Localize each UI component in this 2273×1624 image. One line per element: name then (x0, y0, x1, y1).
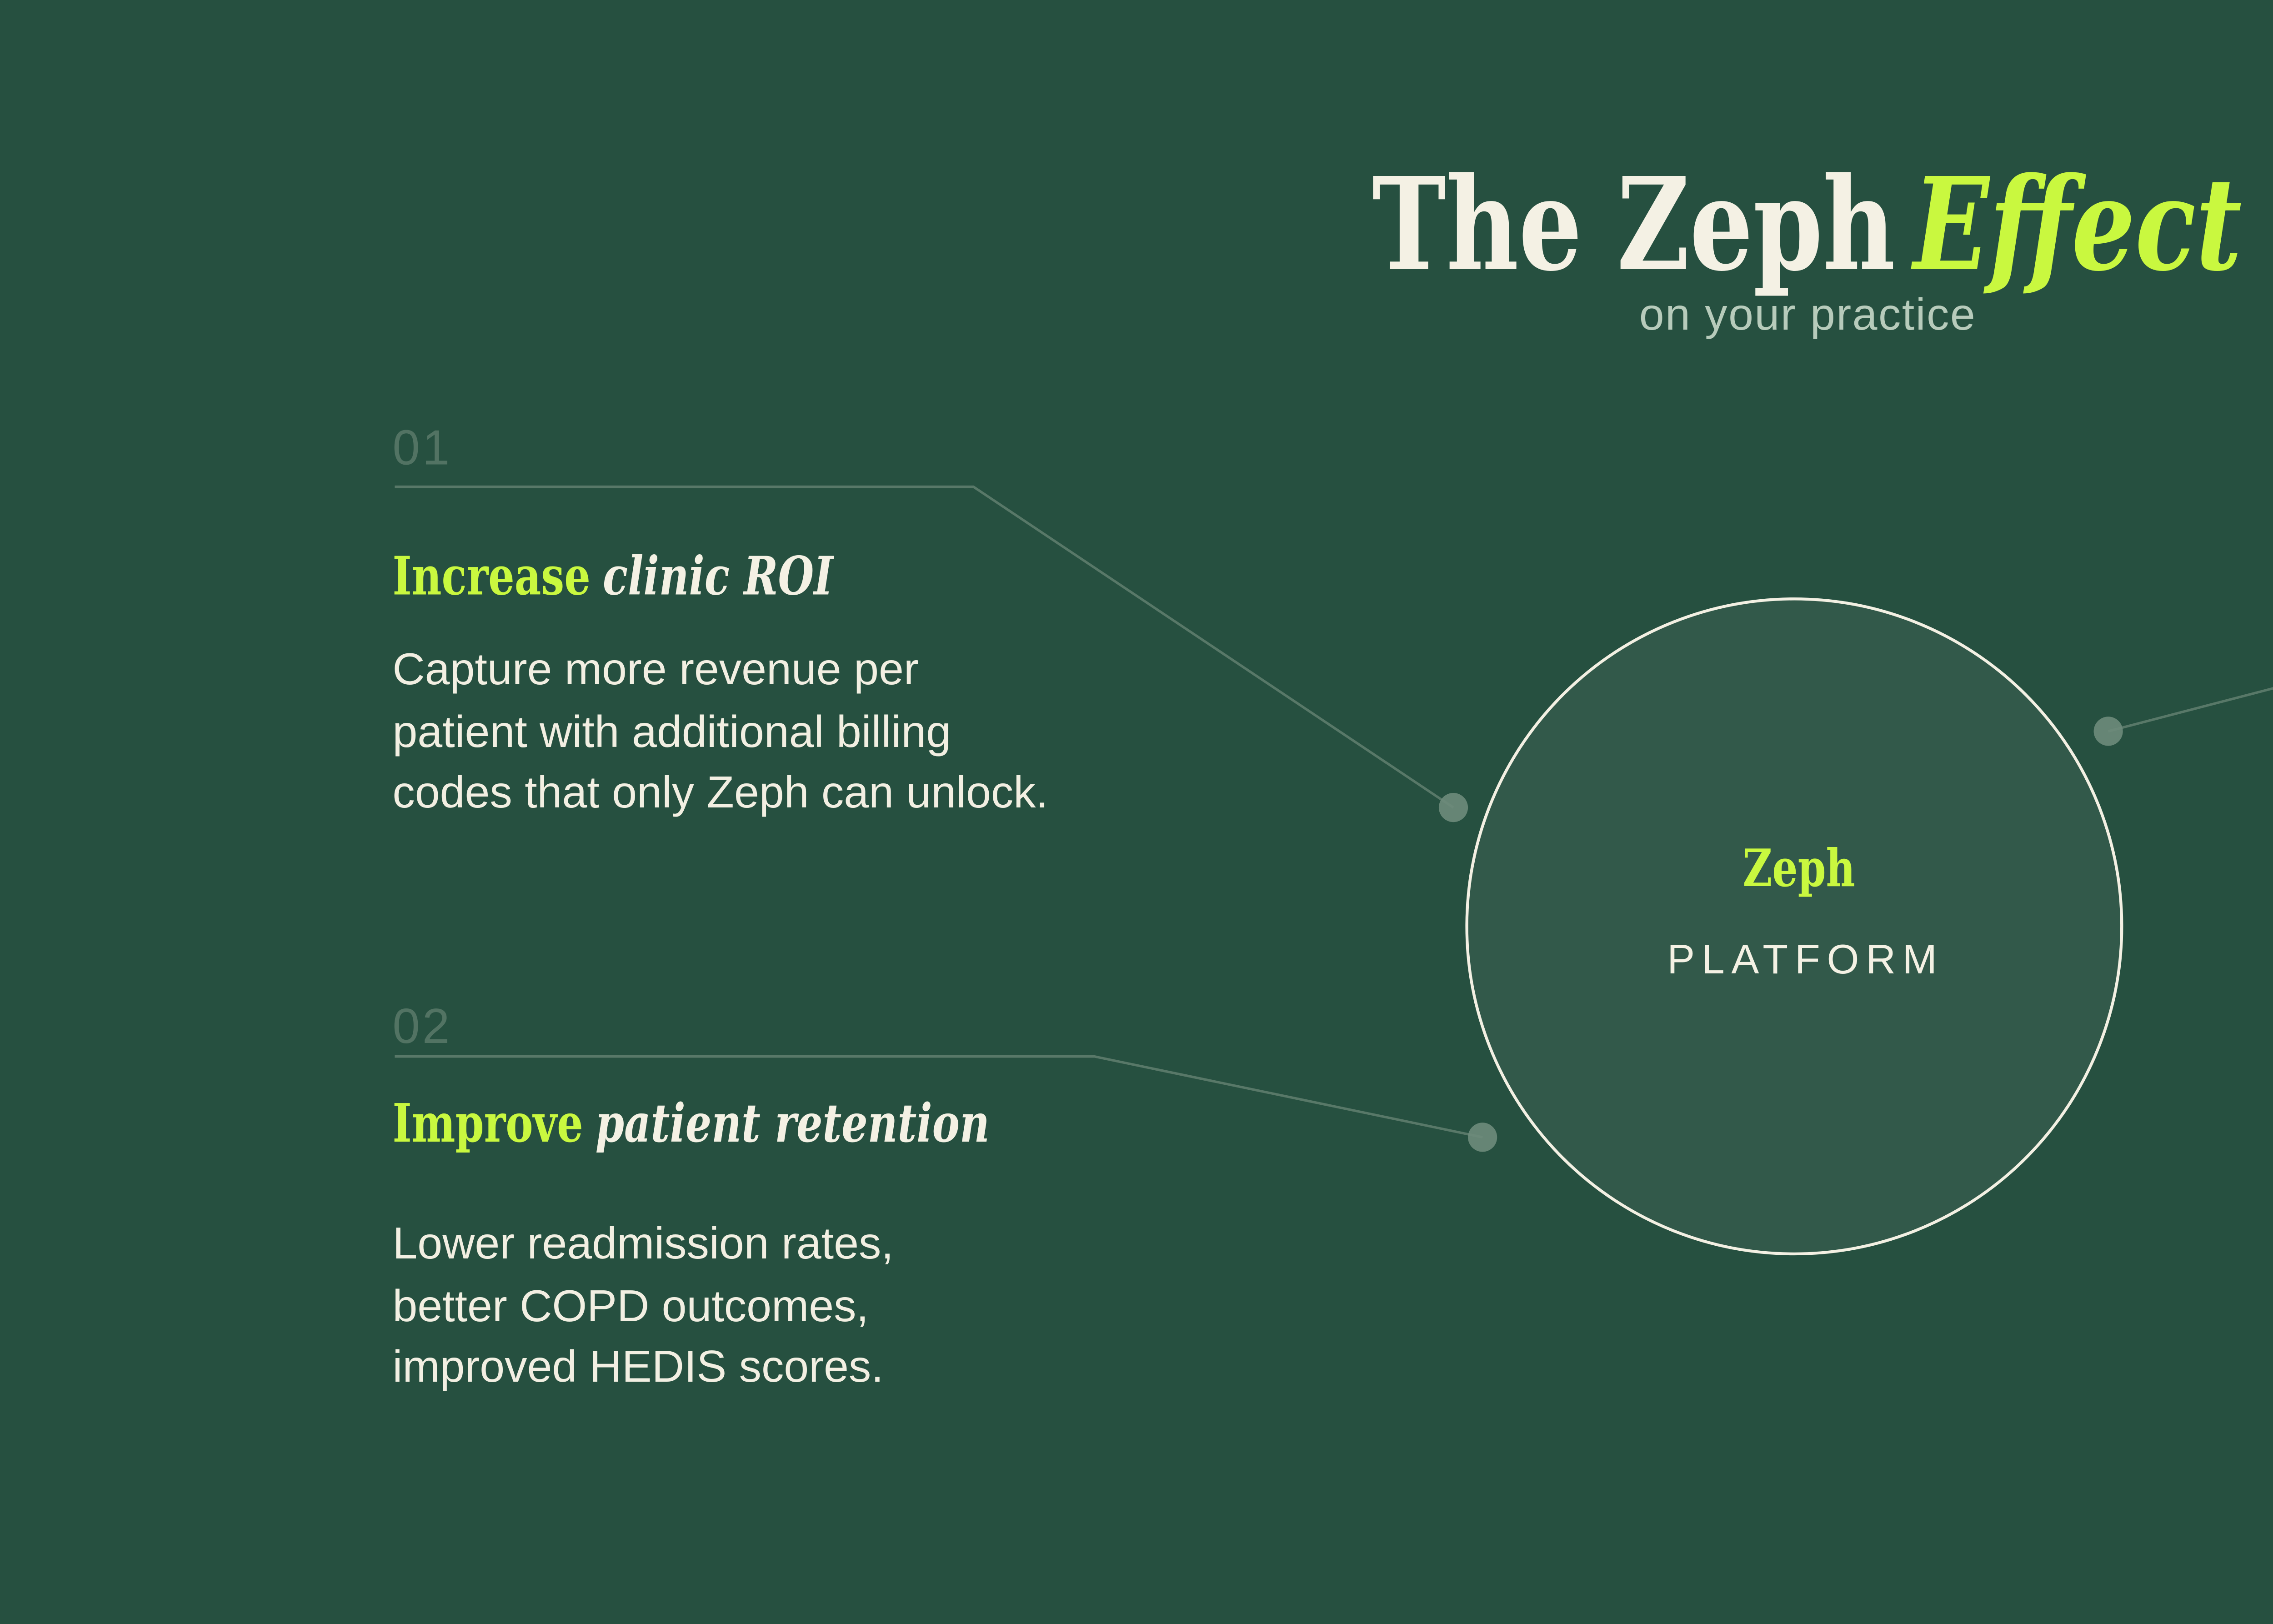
callout-01-title-rest: clinic ROI (602, 545, 833, 608)
connector-dot-03 (2093, 717, 2123, 746)
connector-dot-01 (1438, 793, 1468, 822)
callout-02-title-accent: Improve (392, 1092, 583, 1155)
connector-line-01 (395, 485, 1454, 809)
platform-brand-text: Zeph (1742, 839, 1855, 900)
callout-01-body: Capture more revenue per patient with ad… (392, 646, 1049, 819)
platform-circle (1465, 597, 2123, 1256)
platform-brand: Zeph (1462, 839, 2135, 899)
page-subtitle: on your practice (1639, 291, 1977, 341)
connector-dot-02 (1468, 1123, 1497, 1152)
page-title-main: The Zeph (1372, 150, 1896, 301)
callout-01-number: 01 (392, 419, 452, 476)
callout-02-title-rest: patient retention (595, 1092, 990, 1155)
callout-01-title-accent: Increase (392, 545, 591, 608)
platform-label: PLATFORM (1667, 935, 1944, 982)
connector-line-02 (395, 1055, 1483, 1139)
connector-line-03 (2108, 687, 2273, 733)
page-title-accent: Effect (1914, 150, 2243, 301)
callout-02-number: 02 (392, 998, 452, 1054)
callout-02-body: Lower readmission rates, better COPD out… (392, 1220, 894, 1393)
